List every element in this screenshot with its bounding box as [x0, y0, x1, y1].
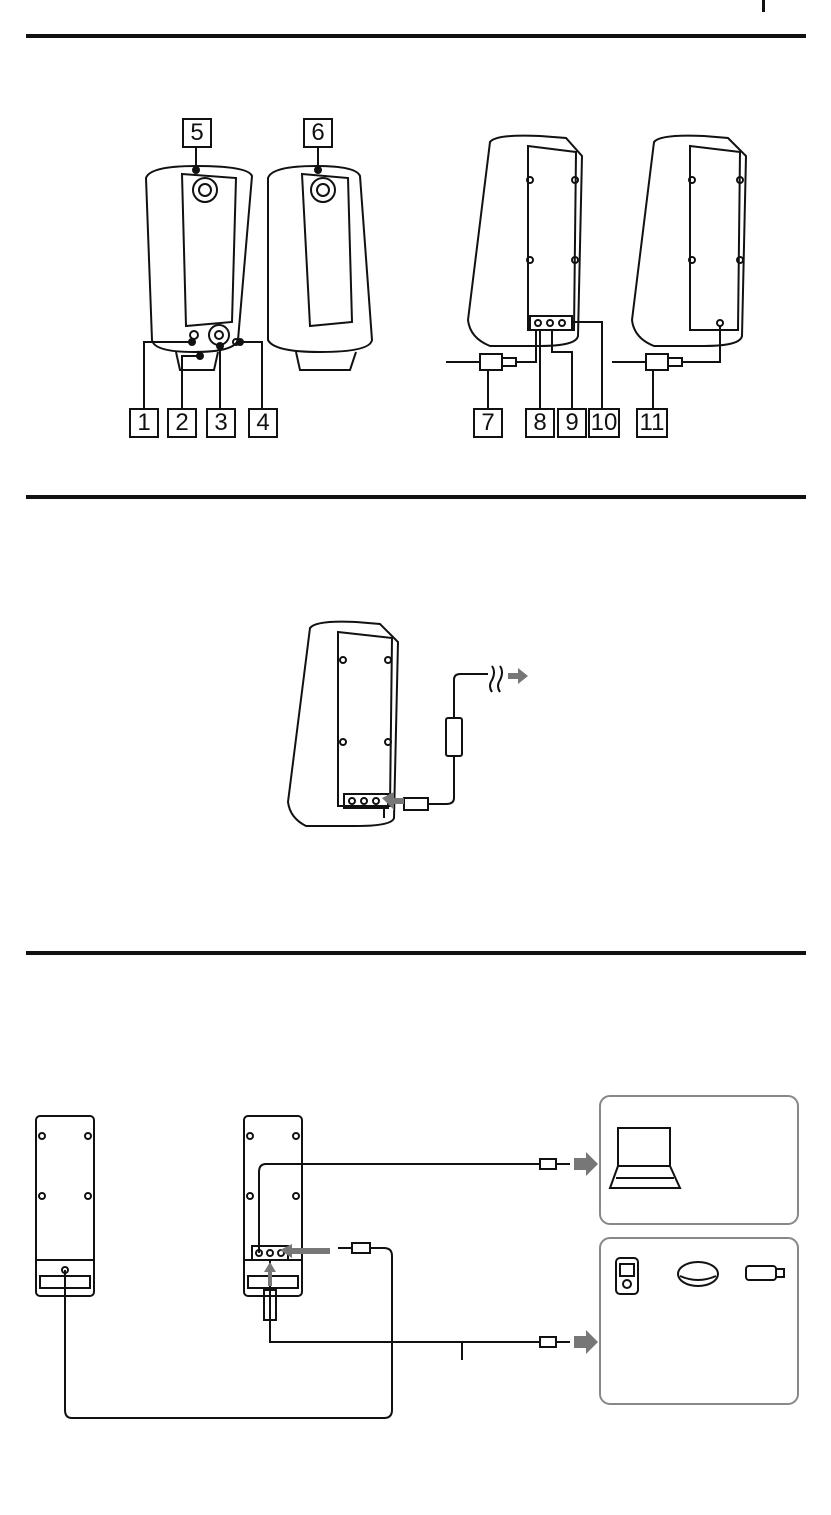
- arrow-icon: [264, 1152, 598, 1354]
- callout-8: 8: [525, 408, 555, 438]
- callout-6: 6: [303, 118, 333, 148]
- plug-icon: [612, 326, 720, 370]
- speaker-rear-icon: [468, 136, 582, 346]
- callout-4: 4: [248, 408, 278, 438]
- section-rule-power: [26, 495, 806, 499]
- callout-10: 10: [588, 408, 620, 438]
- callout-11: 11: [636, 408, 668, 438]
- power-connection-illustration: [0, 500, 831, 940]
- cd-player-icon: [678, 1262, 718, 1286]
- callout-9: 9: [557, 408, 587, 438]
- connections-illustration: [0, 1080, 831, 1440]
- callout-1: 1: [129, 408, 159, 438]
- laptop-icon: [610, 1128, 680, 1188]
- usb-stick-icon: [746, 1266, 784, 1280]
- section-rule-connections: [26, 951, 806, 955]
- callout-7: 7: [473, 408, 503, 438]
- digital-music-player-icon: [616, 1258, 638, 1294]
- speaker-front-icon: [146, 166, 252, 370]
- callout-2: 2: [167, 408, 197, 438]
- speaker-rear-icon: [36, 1116, 94, 1296]
- callout-3: 3: [206, 408, 236, 438]
- speaker-front-icon: [268, 166, 372, 370]
- speaker-rear-icon: [632, 136, 746, 346]
- plug-icon: [446, 330, 536, 370]
- callout-5: 5: [182, 118, 212, 148]
- parts-illustration: [0, 0, 831, 470]
- ac-adaptor-icon: [404, 666, 502, 810]
- speaker-rear-icon: [288, 622, 398, 826]
